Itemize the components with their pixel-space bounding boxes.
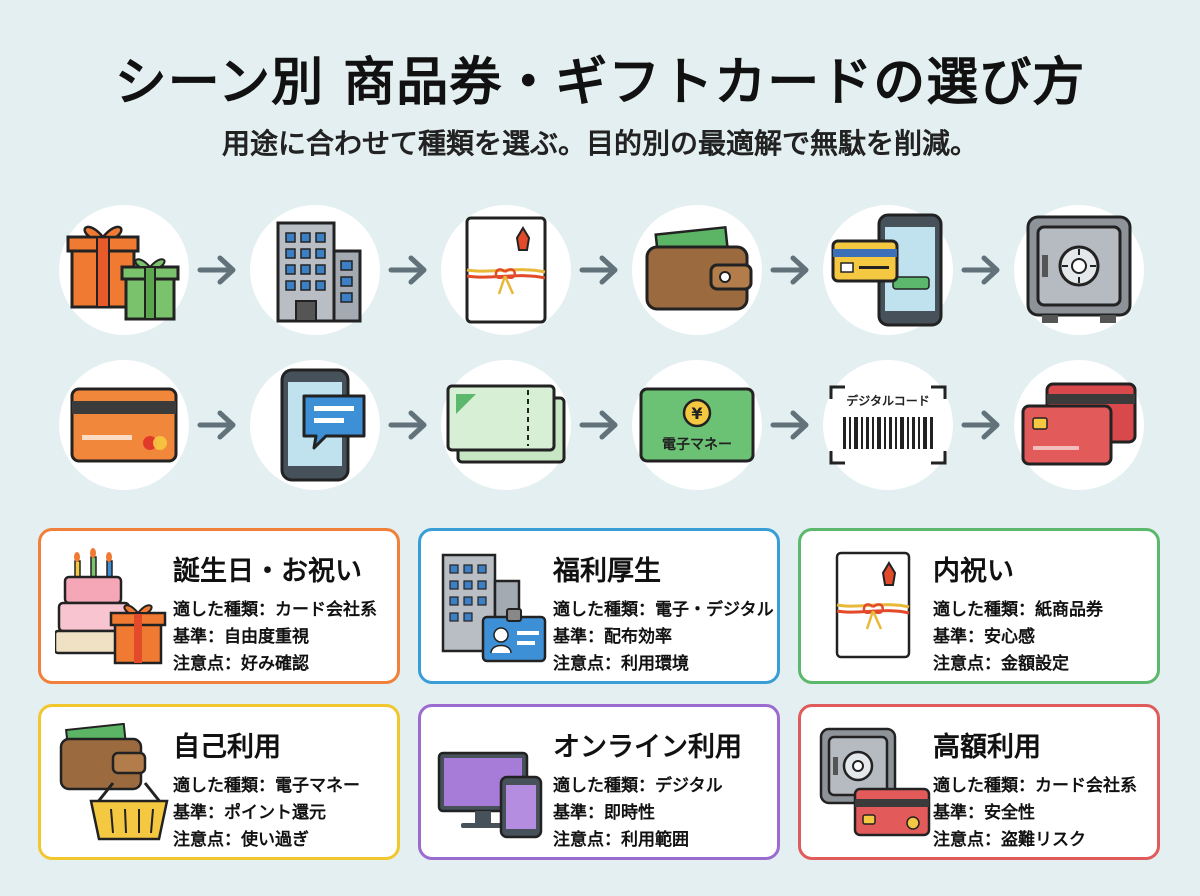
e-money-card-icon: ¥ 電子マネー	[632, 360, 762, 490]
card-type: 適した種類：電子マネー	[173, 776, 360, 796]
monitor-phone-icon	[435, 723, 553, 843]
scene-card-birthday: 誕生日・お祝い 適した種類：カード会社系 基準：自由度重視 注意点：好み確認	[38, 528, 400, 684]
card-caution: 注意点：利用環境	[553, 654, 689, 674]
card-type: 適した種類：紙商品券	[933, 600, 1103, 620]
card-criteria: 基準：配布効率	[553, 627, 672, 647]
flow-row-2: ¥ 電子マネー デジタルコード	[0, 360, 1200, 490]
red-cards-icon	[1014, 360, 1144, 490]
gift-boxes-icon	[59, 205, 189, 335]
safe-icon	[1014, 205, 1144, 335]
card-title: 高額利用	[933, 732, 1041, 763]
card-criteria: 基準：即時性	[553, 803, 655, 823]
card-title: 自己利用	[173, 732, 281, 763]
arrow-icon	[579, 255, 618, 285]
digital-code-label: デジタルコード	[846, 393, 930, 408]
card-caution: 注意点：盗難リスク	[933, 830, 1086, 850]
birthday-cake-gift-icon	[53, 547, 173, 667]
wallet-icon	[632, 205, 762, 335]
scene-card-return-gift: 内祝い 適した種類：紙商品券 基準：安心感 注意点：金額設定	[798, 528, 1160, 684]
card-title: 内祝い	[933, 556, 1014, 587]
flow-row-1	[0, 205, 1200, 335]
arrow-icon	[961, 255, 1000, 285]
arrow-icon	[579, 410, 618, 440]
arrow-icon	[770, 410, 809, 440]
arrow-icon	[961, 410, 1000, 440]
smartphone-card-icon	[823, 205, 953, 335]
card-type: 適した種類：カード会社系	[933, 776, 1137, 796]
building-id-card-icon	[435, 547, 553, 667]
card-caution: 注意点：好み確認	[173, 654, 309, 674]
card-criteria: 基準：安全性	[933, 803, 1035, 823]
safe-card-icon	[815, 723, 933, 843]
digital-code-icon: デジタルコード	[823, 360, 953, 490]
arrow-icon	[197, 255, 236, 285]
card-caution: 注意点：使い過ぎ	[173, 830, 309, 850]
scene-card-high-value: 高額利用 適した種類：カード会社系 基準：安全性 注意点：盗難リスク	[798, 704, 1160, 860]
page-title: シーン別 商品券・ギフトカードの選び方	[114, 53, 1086, 113]
wallet-basket-icon	[55, 722, 173, 843]
card-type: 適した種類：デジタル	[553, 776, 723, 796]
card-title: オンライン利用	[553, 732, 742, 763]
phone-chat-icon	[250, 360, 380, 490]
noshi-envelope-icon	[441, 205, 571, 335]
card-criteria: 基準：自由度重視	[173, 627, 309, 647]
paper-tickets-icon	[441, 360, 571, 490]
card-type: 適した種類：電子・デジタル	[553, 600, 774, 620]
yen-symbol: ¥	[691, 404, 702, 423]
office-building-icon	[250, 205, 380, 335]
noshi-envelope-icon	[815, 547, 933, 667]
scene-card-welfare: 福利厚生 適した種類：電子・デジタル 基準：配布効率 注意点：利用環境	[418, 528, 780, 684]
card-criteria: 基準：ポイント還元	[173, 803, 326, 823]
arrow-icon	[388, 255, 427, 285]
arrow-icon	[388, 410, 427, 440]
card-criteria: 基準：安心感	[933, 627, 1035, 647]
page-subtitle: 用途に合わせて種類を選ぶ。目的別の最適解で無駄を削減。	[221, 127, 978, 160]
scene-card-self-use: 自己利用 適した種類：電子マネー 基準：ポイント還元 注意点：使い過ぎ	[38, 704, 400, 860]
card-title: 福利厚生	[553, 556, 661, 587]
scene-card-online: オンライン利用 適した種類：デジタル 基準：即時性 注意点：利用範囲	[418, 704, 780, 860]
arrow-icon	[197, 410, 236, 440]
arrow-icon	[770, 255, 809, 285]
card-title: 誕生日・お祝い	[173, 556, 362, 587]
card-caution: 注意点：利用範囲	[553, 830, 689, 850]
card-caution: 注意点：金額設定	[933, 654, 1069, 674]
credit-card-icon	[59, 360, 189, 490]
card-type: 適した種類：カード会社系	[173, 600, 377, 620]
e-money-label: 電子マネー	[662, 436, 732, 453]
